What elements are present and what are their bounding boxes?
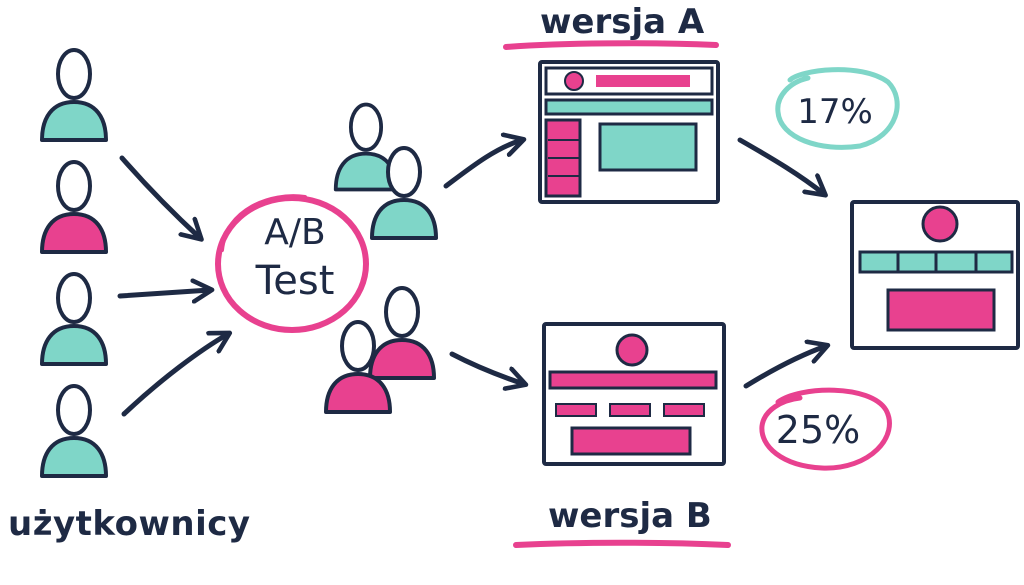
- ab-test-label-line2: Test: [255, 258, 335, 304]
- arrows-to-versions: [443, 140, 524, 384]
- result-b-circle: [759, 387, 892, 471]
- person-icon: [40, 160, 108, 254]
- arrow-icon: [449, 351, 524, 384]
- arrow-icon: [743, 346, 826, 389]
- person-icon: [40, 384, 108, 478]
- version-b-underline: [513, 539, 731, 548]
- webpage-wireframe-icon: [542, 322, 726, 466]
- result-b-percent: 25%: [775, 408, 861, 452]
- version-a-label: wersja A: [540, 2, 705, 42]
- group-a: [333, 102, 438, 240]
- webpage-wireframe-icon: [850, 200, 1020, 350]
- person-icon: [40, 48, 108, 142]
- person-icon: [40, 272, 108, 366]
- ab-test-node: [215, 194, 369, 333]
- users-label: użytkownicy: [8, 504, 251, 544]
- webpage-wireframe-icon: [538, 60, 720, 204]
- arrows-to-result: [737, 137, 826, 389]
- version-a-underline: [503, 40, 719, 50]
- arrow-icon: [443, 140, 522, 189]
- users-group: [40, 48, 108, 478]
- arrow-icon: [117, 290, 210, 296]
- arrow-icon: [121, 334, 228, 417]
- result-a-percent: 17%: [797, 92, 873, 132]
- group-b: [324, 286, 436, 414]
- arrow-icon: [737, 137, 824, 194]
- arrows-to-test: [117, 155, 228, 417]
- person-icon: [368, 286, 436, 380]
- arrow-icon: [119, 155, 200, 238]
- version-b-label: wersja B: [548, 496, 712, 536]
- ab-test-label-line1: A/B: [264, 212, 326, 253]
- result-a-circle: [775, 67, 900, 150]
